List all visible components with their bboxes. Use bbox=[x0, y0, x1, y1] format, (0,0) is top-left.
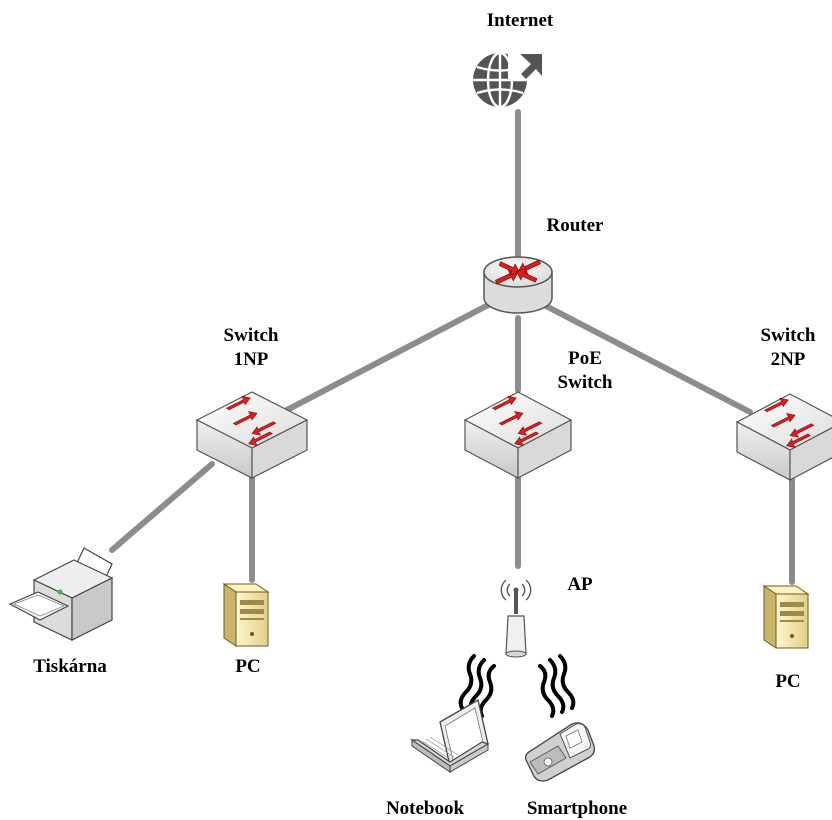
link-switch1-printer bbox=[109, 461, 215, 553]
switch-icon bbox=[195, 391, 309, 479]
laptop-icon bbox=[410, 698, 490, 773]
pc2-label: PC bbox=[775, 671, 801, 692]
switch2-label-line2: 2NP bbox=[770, 349, 806, 370]
switch1-label-line2: 1NP bbox=[233, 349, 269, 370]
printer-icon bbox=[8, 547, 114, 641]
ap-label: AP bbox=[567, 574, 593, 595]
links bbox=[109, 109, 795, 585]
globe-icon bbox=[473, 50, 542, 109]
poe-switch-label-line2: Switch bbox=[557, 372, 613, 393]
pc-icon bbox=[762, 585, 810, 649]
link-router-switch1 bbox=[282, 299, 497, 414]
internet-label: Internet bbox=[486, 10, 554, 31]
switch2-label-line1: Switch bbox=[760, 325, 816, 346]
wireless-waves-icon bbox=[458, 654, 576, 718]
pc-icon bbox=[222, 583, 270, 647]
switch-icon bbox=[735, 393, 832, 481]
printer-label: Tiskárna bbox=[33, 656, 107, 677]
link-router-switch2 bbox=[541, 302, 753, 415]
switch-icon bbox=[463, 391, 573, 479]
smartphone-label: Smartphone bbox=[526, 798, 628, 819]
poe-switch-label-line1: PoE bbox=[568, 348, 602, 369]
router-label: Router bbox=[546, 215, 604, 236]
pc1-label: PC bbox=[235, 656, 261, 677]
smartphone-icon bbox=[524, 722, 596, 782]
router-icon bbox=[483, 256, 553, 314]
notebook-label: Notebook bbox=[385, 798, 465, 819]
switch1-label-line1: Switch bbox=[223, 325, 279, 346]
access-point-icon bbox=[500, 579, 532, 658]
